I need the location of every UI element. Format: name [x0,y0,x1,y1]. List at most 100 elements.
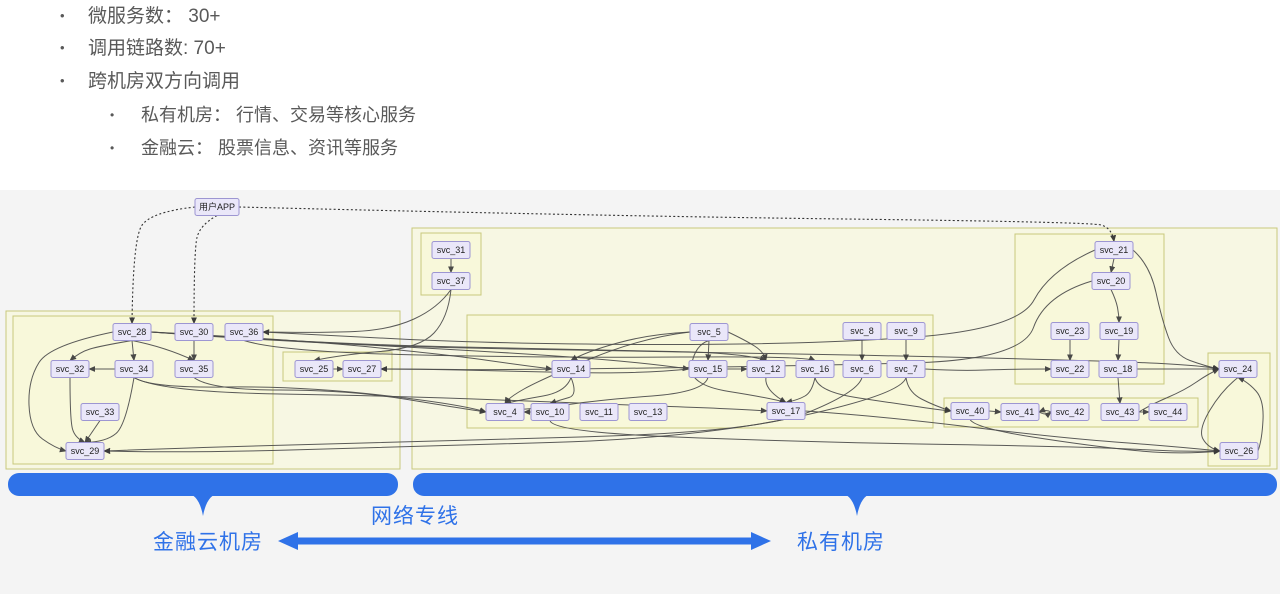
node-label-svc_35: svc_35 [180,364,209,374]
node-label-svc_44: svc_44 [1154,407,1183,417]
node-svc_27 [342,360,382,378]
node-svc_42 [1050,403,1090,421]
bullet-item: • 调用链路数: 70+ [60,38,226,61]
bullet-text: 调用链路数: 70+ [88,38,226,59]
node-svc_26 [1219,442,1259,460]
edge-svc_5-to-svc_14 [570,331,691,361]
node-svc_16 [795,360,835,378]
edge-svc_28-to-svc_29 [28,331,114,453]
bullet-text: 微服务数： 30+ [88,6,221,27]
bullet-dot: • [60,8,65,23]
edge-svc_35-to-svc_4 [193,377,487,415]
node-label-svc_34: svc_34 [120,364,149,374]
node-label-svc_33: svc_33 [86,407,115,417]
node-svc_8 [842,322,882,340]
bullet-dot: • [60,73,65,88]
node-label-svc_5: svc_5 [697,327,721,337]
node-svc_35 [174,360,214,378]
bullet-item: • 私有机房： 行情、交易等核心服务 [110,105,416,127]
node-label-app: 用户APP [199,201,235,212]
node-label-svc_15: svc_15 [694,364,723,374]
node-label-svc_16: svc_16 [801,364,830,374]
arrowhead-right [751,532,771,550]
edge-svc_5-to-svc_15 [705,340,712,362]
edge-svc_14-to-svc_10 [549,377,575,405]
edge-svc_26-to-svc_24 [1237,377,1264,452]
node-svc_40 [950,402,990,420]
node-svc_11 [579,403,619,421]
node-svc_12 [746,360,786,378]
edge-svc_33-to-svc_29 [84,420,101,444]
node-app [194,198,240,216]
label-network-line: 网络专线 [371,505,459,528]
node-label-svc_43: svc_43 [1106,407,1135,417]
edge-svc_7-to-svc_40 [905,377,952,413]
node-svc_37 [431,272,471,290]
node-label-svc_14: svc_14 [557,364,586,374]
node-label-svc_20: svc_20 [1097,276,1126,286]
node-label-svc_22: svc_22 [1056,364,1085,374]
edge-svc_21-to-svc_24 [1132,249,1220,371]
node-label-svc_41: svc_41 [1006,407,1035,417]
edge-svc_24-to-svc_26 [1201,377,1239,453]
brace-private-room [413,473,1277,496]
node-label-svc_31: svc_31 [437,245,466,255]
edge-app-to-svc_21 [238,206,1117,243]
node-svc_9 [886,322,926,340]
bullet-text: 私有机房： 行情、交易等核心服务 [141,105,416,125]
node-label-svc_8: svc_8 [850,326,874,336]
node-svc_20 [1091,272,1131,290]
node-label-svc_7: svc_7 [894,364,918,374]
node-svc_4 [485,403,525,421]
slide-notes: • 微服务数： 30+ • 调用链路数: 70+ • 跨机房双方向调用 • 私有机房： … [0,0,1280,190]
edge-svc_19-to-svc_18 [1115,339,1122,362]
node-svc_5 [689,323,729,341]
edge-svc_28-to-svc_32 [69,340,133,362]
bullet-dot: • [110,141,115,155]
bullet-dot: • [60,40,65,55]
bullet-item: • 金融云： 股票信息、资讯等服务 [110,138,398,160]
edge-svc_21-to-svc_36 [262,249,1096,346]
node-svc_41 [1000,403,1040,421]
bullet-dot: • [110,108,115,122]
brace-cloud-room-tail [186,493,220,516]
label-private-room: 私有机房 [797,531,885,554]
node-svc_34 [114,360,154,378]
node-svc_33 [80,403,120,421]
edge-svc_7-to-svc_22 [924,366,1052,373]
edge-svc_16-to-svc_40 [814,377,952,414]
node-svc_18 [1098,360,1138,378]
edge-svc_5-to-svc_12 [727,331,768,362]
node-svc_21 [1094,241,1134,259]
brace-private-room-tail [840,493,874,516]
node-svc_23 [1050,322,1090,340]
node-label-svc_26: svc_26 [1225,446,1254,456]
bullet-text: 跨机房双方向调用 [88,71,241,92]
edge-svc_34-to-svc_17 [133,377,768,414]
brace-cloud-room [8,473,398,496]
edge-svc_21-to-svc_20 [1109,258,1116,274]
node-label-svc_18: svc_18 [1104,364,1133,374]
bullet-text: 金融云： 股票信息、资讯等服务 [141,138,398,158]
node-label-svc_12: svc_12 [752,364,781,374]
node-svc_6 [842,360,882,378]
node-svc_44 [1148,403,1188,421]
node-label-svc_24: svc_24 [1224,364,1253,374]
node-label-svc_21: svc_21 [1100,245,1129,255]
node-label-svc_13: svc_13 [634,407,663,417]
edge-svc_14-to-svc_4 [504,377,572,406]
node-svc_7 [886,360,926,378]
edge-svc_28-to-svc_35 [131,340,195,361]
node-label-svc_10: svc_10 [536,407,565,417]
node-label-svc_4: svc_4 [493,407,517,417]
node-label-svc_17: svc_17 [772,406,801,416]
node-label-svc_28: svc_28 [118,327,147,337]
label-cloud-room: 金融云机房 [153,531,263,554]
edge-svc_20-to-svc_19 [1110,289,1122,324]
node-svc_10 [530,403,570,421]
node-label-svc_6: svc_6 [850,364,874,374]
node-label-svc_27: svc_27 [348,364,377,374]
node-label-svc_32: svc_32 [56,364,85,374]
node-svc_14 [551,360,591,378]
